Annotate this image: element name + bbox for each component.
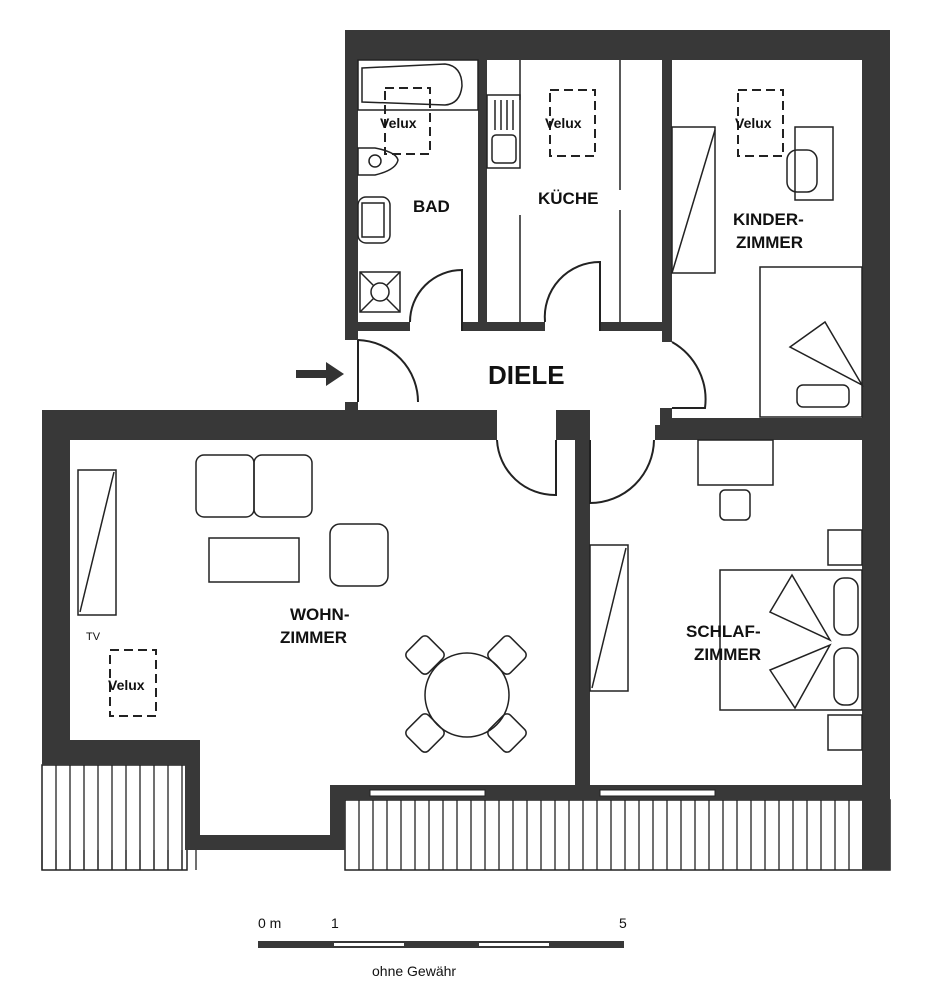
bedroom-furniture [589,439,863,751]
tv-label: TV [86,631,101,643]
skylight-label: Velux [735,115,772,131]
terrace-hatching [41,765,850,870]
kitchen-fixtures [486,60,621,322]
windows [369,789,716,797]
living-room-furniture [77,454,527,753]
doors[interactable] [357,260,707,505]
room-label-schlafzimmer: SCHLAF- [686,622,761,641]
skylight-label: Velux [545,115,582,131]
room-label-kinderzimmer: KINDER- [733,210,804,229]
scale-start-label: 0 m [258,915,281,931]
scale-mid-label: 1 [331,915,339,931]
bathroom-fixtures [357,59,479,313]
scale-end-label: 5 [619,915,627,931]
room-label-bad: BAD [413,197,450,216]
terrace-left-outline [41,764,188,871]
entrance-arrow-icon [296,362,344,386]
room-label-schlafzimmer: ZIMMER [694,645,761,664]
terrace-bottom-outline [344,799,891,871]
room-label-diele: DIELE [488,360,565,390]
room-label-kinderzimmer: ZIMMER [736,233,803,252]
skylight-label: Velux [380,115,417,131]
skylights: Velux Velux Velux Velux [108,87,784,717]
room-label-wohnzimmer: WOHN- [290,605,349,624]
room-label-wohnzimmer: ZIMMER [280,628,347,647]
skylight-label: Velux [108,677,145,693]
scale-bar: 0 m 1 5 ohne Gewähr [258,915,627,979]
room-label-kueche: KÜCHE [538,189,598,208]
disclaimer: ohne Gewähr [372,963,456,979]
kids-room-furniture [671,126,864,418]
